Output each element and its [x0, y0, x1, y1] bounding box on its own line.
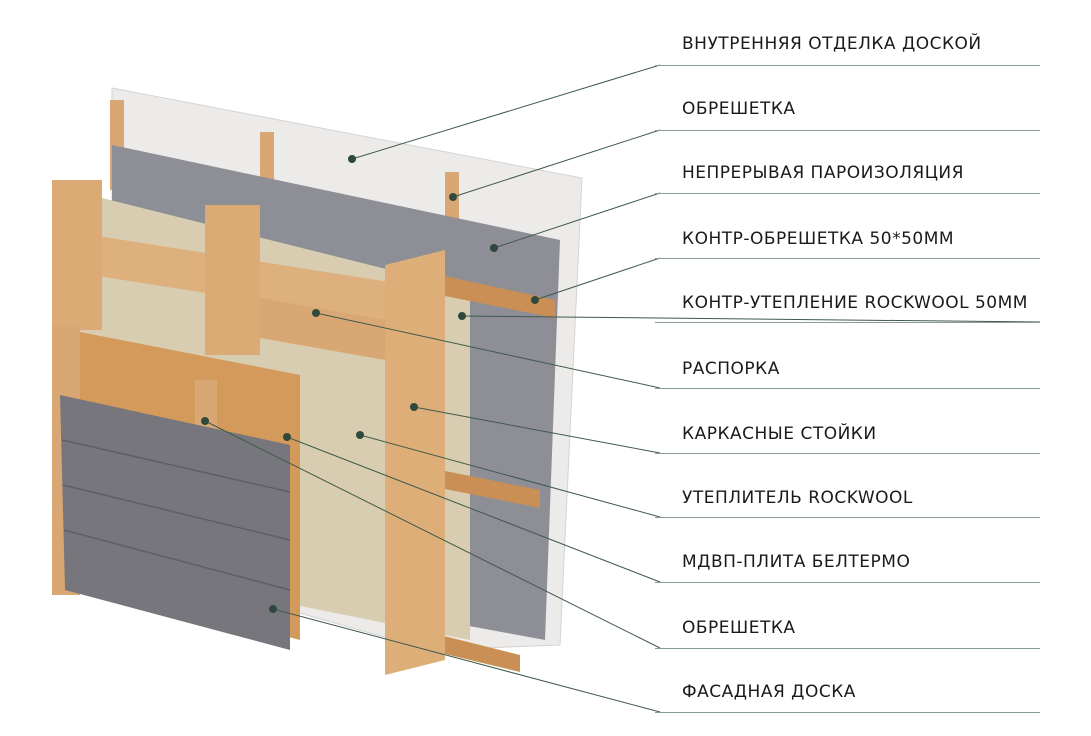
underline [655, 388, 1040, 389]
label-frame-posts: КАРКАСНЫЕ СТОЙКИ [682, 424, 877, 444]
label-counter-insulation: КОНТР-УТЕПЛЕНИЕ ROCKWOOL 50ММ [682, 293, 1028, 313]
frame-post [385, 250, 445, 675]
label-batten-outer: ОБРЕШЕТКА [682, 618, 796, 638]
underline [655, 648, 1040, 649]
underline [655, 582, 1040, 583]
label-spacer: РАСПОРКА [682, 359, 780, 379]
label-insulation: УТЕПЛИТЕЛЬ ROCKWOOL [682, 488, 913, 508]
frame-post [205, 205, 260, 355]
leader-lines [204, 64, 1041, 713]
frame-post [52, 180, 102, 330]
underline [655, 322, 1040, 323]
underline [655, 712, 1040, 713]
label-facade-board: ФАСАДНАЯ ДОСКА [682, 682, 856, 702]
underline [655, 193, 1040, 194]
underline [655, 258, 1040, 259]
label-batten-inner: ОБРЕШЕТКА [682, 99, 796, 119]
counter-batten [440, 275, 555, 318]
underline [655, 453, 1040, 454]
siding-seams [61, 439, 291, 591]
label-vapor-barrier: НЕПРЕРЫВАЯ ПАРОИЗОЛЯЦИЯ [682, 163, 964, 183]
leader-dots [201, 155, 539, 613]
facade-siding [60, 395, 290, 650]
counter-batten [440, 470, 540, 508]
batten [195, 380, 217, 440]
label-counter-batten: КОНТР-ОБРЕШЕТКА 50*50ММ [682, 229, 955, 249]
underline [655, 65, 1040, 66]
underline [655, 130, 1040, 131]
underline [655, 517, 1040, 518]
label-fiberboard: МДВП-ПЛИТА БЕЛТЕРМО [682, 552, 911, 572]
label-inner-finish: ВНУТРЕННЯЯ ОТДЕЛКА ДОСКОЙ [682, 34, 982, 54]
